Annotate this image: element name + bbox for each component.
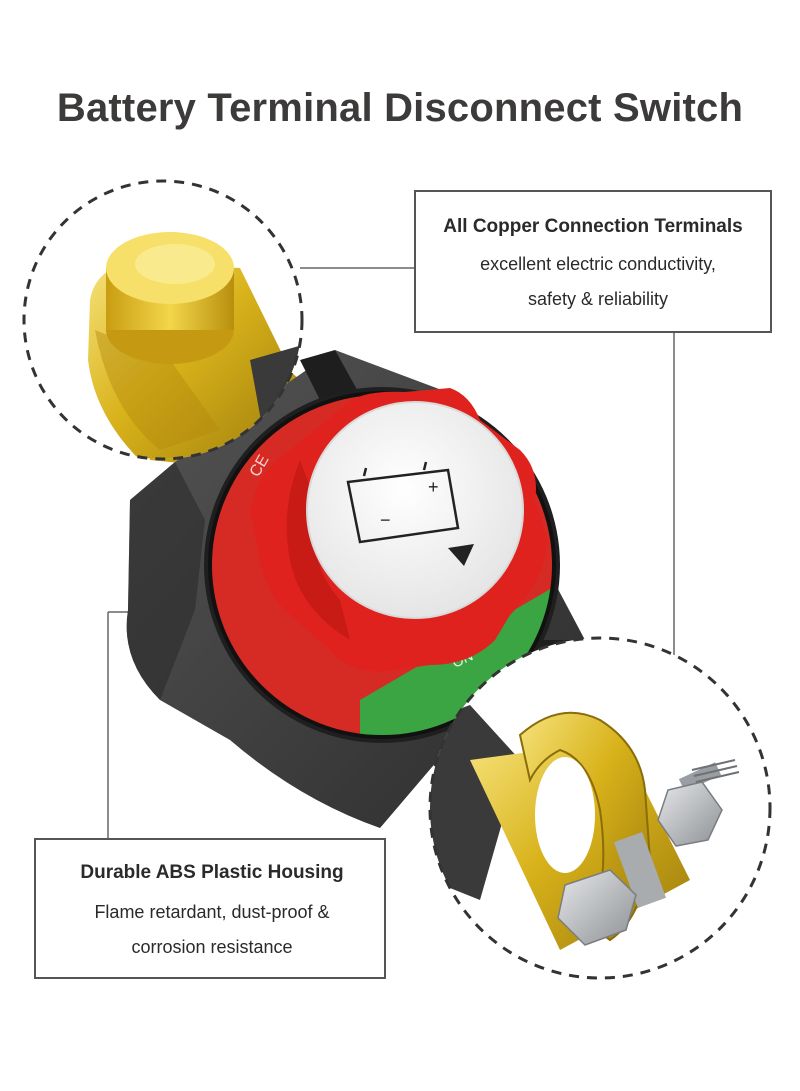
knob-face	[306, 401, 524, 619]
plus-sign: +	[428, 477, 439, 497]
callout-line: corrosion resistance	[131, 937, 293, 957]
callout-line: safety & reliability	[527, 289, 669, 309]
minus-sign: −	[380, 510, 391, 530]
battery-icon	[346, 461, 460, 544]
page-title: Battery Terminal Disconnect Switch	[56, 86, 744, 130]
callout-heading: All Copper Connection Terminals	[443, 216, 743, 237]
switch-knob[interactable]: + −	[250, 388, 548, 672]
callout-abs-housing: Durable ABS Plastic Housing Flame retard…	[34, 838, 386, 979]
callout-heading: Durable ABS Plastic Housing	[80, 862, 344, 883]
pointer-arrow-icon	[448, 544, 474, 566]
zoom-detail-bottom	[428, 636, 772, 980]
zoom-detail-top	[22, 179, 304, 461]
callout-line: excellent electric conductivity,	[480, 254, 716, 274]
callout-copper-terminals: All Copper Connection Terminals excellen…	[414, 190, 772, 333]
callout-line: Flame retardant, dust-proof &	[94, 902, 330, 922]
